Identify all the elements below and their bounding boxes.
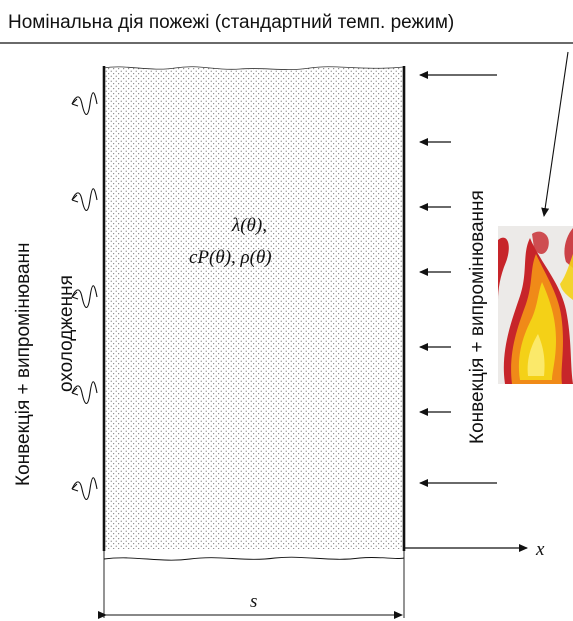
x-axis-label: x: [535, 539, 545, 560]
heat-flux-arrows: [419, 71, 497, 487]
right-label: Конвекція + випромінювання: [467, 190, 488, 444]
property-conductivity: λ(θ),: [231, 215, 267, 236]
fire-icon: [498, 226, 573, 384]
fire-pointer-arrow: [541, 51, 569, 217]
wavy-arrow-icon: [71, 285, 98, 309]
wall-extension-lines: [103, 551, 405, 618]
diagram-title: Номінальна дія пожежі (стандартний темп.…: [8, 12, 454, 33]
wavy-arrow-icon: [71, 477, 98, 501]
wavy-arrow-icon: [71, 92, 98, 116]
property-heat-capacity-density: cP(θ), ρ(θ): [189, 247, 272, 268]
cooling-arrows: [71, 92, 98, 501]
left-label-line2: охолодження: [56, 275, 77, 392]
left-label-line1: Конвекція + випромінюванн: [13, 242, 34, 486]
thickness-label: s: [250, 591, 257, 612]
break-line: [103, 556, 405, 561]
wall-section: [102, 66, 406, 551]
wavy-arrow-icon: [71, 188, 98, 212]
wavy-arrow-icon: [71, 381, 98, 405]
